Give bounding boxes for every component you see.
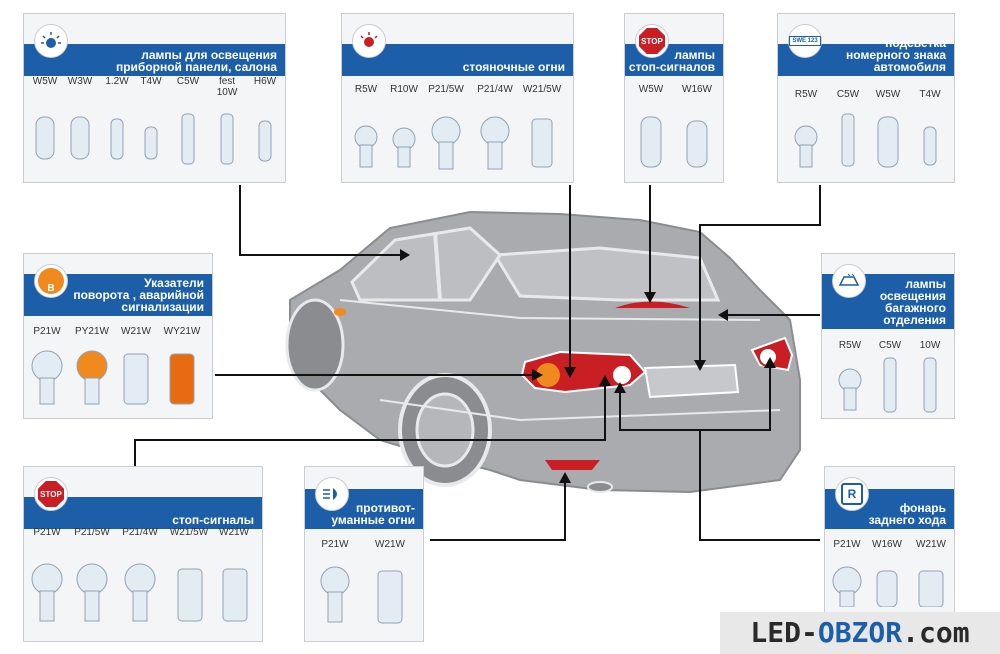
bulb-label: W5W [32, 76, 58, 87]
bulb-label: P21/4W [122, 527, 158, 538]
panel-title: лампы стоп-сигналов [628, 48, 715, 74]
bulb-label: W21W [121, 326, 151, 337]
bulb-label: P21W [833, 539, 861, 550]
panel-title: фонарь заднего хода [868, 501, 946, 527]
license-plate [643, 363, 740, 399]
bulb-row [640, 116, 708, 168]
bulb-label: 1.2W [105, 76, 129, 87]
bulb-label: PY21W [75, 326, 109, 337]
bulb-label: W3W [67, 76, 93, 87]
bulb-label: R5W [794, 89, 818, 100]
bulb-label: C5W [836, 89, 860, 100]
bulb-label: W5W [875, 89, 901, 100]
bulb-label: T4W [140, 76, 162, 87]
bulb-label: W21W [375, 539, 405, 550]
bulb-label: WY21W [163, 326, 201, 337]
panel-turn-signals: Указатели поворота , аварийной сигнализа… [23, 253, 213, 419]
side-turn-repeater [334, 308, 346, 316]
license-plate-icon: SWE 123 [788, 24, 822, 58]
rear-fog-light [545, 460, 600, 470]
dashboard-light-icon [34, 24, 68, 58]
bulb-label: P21W [321, 539, 349, 550]
bulb-label: W21W [219, 527, 249, 538]
side-window [350, 226, 502, 302]
front-wheel [285, 298, 345, 392]
bulb-label: W16W [872, 539, 902, 550]
panel-title: Указатели поворота , аварийной сигнализа… [73, 276, 204, 314]
bulb-row [35, 113, 272, 165]
panel-title: противот- уманные огни [331, 501, 415, 527]
bulb-label: P21/4W [477, 84, 513, 95]
panel-stop-lamps: лампы стоп-сигналов STOP W5W W16W [624, 13, 724, 183]
bulb-row [31, 350, 195, 405]
fog-light-icon [315, 477, 349, 511]
bulb-row [320, 566, 403, 624]
stop-sign-icon: STOP [635, 24, 669, 58]
panel-license-plate-lights: подсветка номерного знака автомобиля SWE… [777, 13, 955, 183]
bulb-label: C5W [176, 76, 200, 87]
stop-sign-icon: STOP [34, 477, 68, 511]
third-brake-light [615, 301, 690, 308]
bulb-label: fest 10W [216, 76, 238, 98]
site-watermark: LED-OBZOR.com [720, 612, 1000, 654]
panel-title: лампы освещения багажного отделения [879, 277, 946, 327]
panel-title: стоп-сигналы [172, 513, 254, 527]
rear-window [492, 246, 721, 302]
bulb-label: W16W [682, 84, 712, 95]
bulb-label: P21W [33, 527, 61, 538]
bulb-label: W21/5W [169, 527, 209, 538]
bulb-label: 10W [919, 340, 941, 351]
bulb-label: P21W [33, 326, 61, 337]
panel-brake-lights: стоп-сигналы STOP P21W P21/5W P21/4W W21… [23, 466, 263, 642]
bulb-label: P21/5W [428, 84, 464, 95]
panel-trunk-lights: лампы освещения багажного отделения R5W … [821, 253, 955, 419]
bulb-label: T4W [919, 89, 941, 100]
bulb-label: P21/5W [74, 527, 110, 538]
parking-light-icon [352, 24, 386, 58]
trunk-light-icon [832, 264, 866, 298]
bulb-label: R10W [390, 84, 418, 95]
bulb-label: W21W [916, 539, 946, 550]
panel-title: лампы для освещения приборной панели, са… [115, 48, 277, 74]
panel-title: подсветка номерного знака автомобиля [846, 36, 946, 74]
bulb-row [832, 566, 944, 607]
reverse-light-icon: R [835, 477, 869, 511]
bulb-label: W5W [638, 84, 664, 95]
panel-fog-lights: противот- уманные огни P21W W21W [304, 466, 424, 642]
panel-dashboard-lamps: лампы для освещения приборной панели, са… [23, 13, 286, 183]
turn-signal-icon: B [34, 264, 68, 298]
bulb-label: C5W [878, 340, 902, 351]
bulb-label: H6W [253, 76, 277, 87]
bulb-label: W21/5W [522, 84, 562, 95]
bulb-row [794, 113, 937, 168]
bulb-label: R5W [838, 340, 862, 351]
bulb-row [354, 116, 553, 170]
panel-title: стояночные огни [462, 60, 565, 74]
bulb-row [838, 357, 937, 413]
panel-parking-lights: стояночные огни R5W R10W P21/5W P21/4W W… [341, 13, 574, 183]
bulb-label: R5W [354, 84, 378, 95]
bulb-row [31, 563, 248, 622]
